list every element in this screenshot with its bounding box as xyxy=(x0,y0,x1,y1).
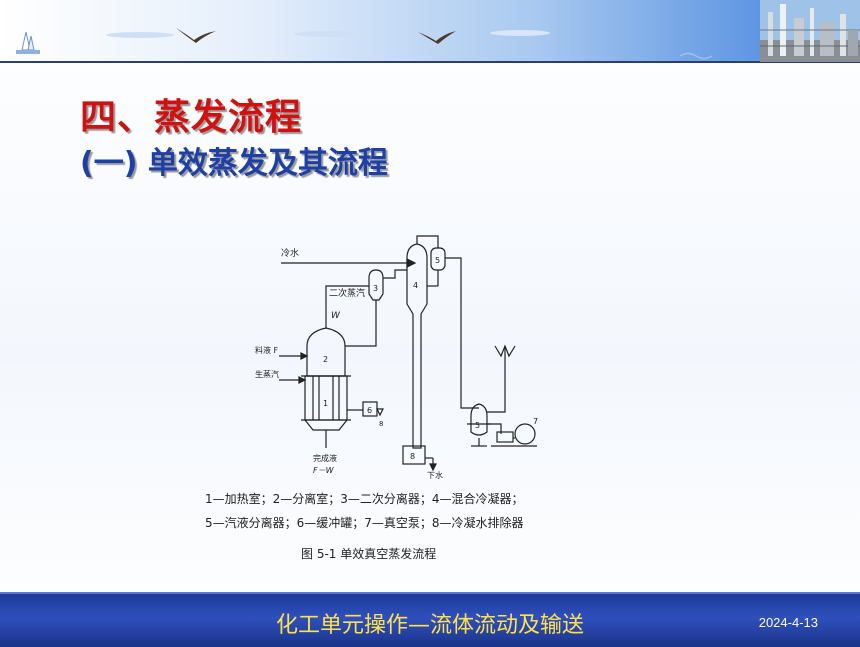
secondary-separator xyxy=(368,269,384,301)
slide-subtitle: (一) 单效蒸发及其流程 xyxy=(80,146,388,181)
label-live-steam: 生蒸汽 xyxy=(255,369,279,379)
sailboat-icon xyxy=(16,31,40,54)
footer-date: 2024-4-13 xyxy=(758,615,818,630)
footer-title: 化工单元操作—流体流动及输送 xyxy=(275,613,584,638)
label-n5-bottom: 5 xyxy=(475,421,480,430)
label-n1: 1 xyxy=(323,399,328,408)
label-n2: 2 xyxy=(323,355,328,364)
gas-liquid-separator xyxy=(470,403,488,436)
header-divider xyxy=(0,61,860,63)
wave-icon xyxy=(679,52,713,60)
slide-title: 四、蒸发流程 xyxy=(80,96,303,138)
mixing-condenser xyxy=(406,243,428,449)
legend-line-2: 5—汽液分离器；6—缓冲罐；7—真空泵；8—冷凝水排除器 xyxy=(205,515,524,530)
label-product: 完成液 xyxy=(313,453,337,463)
legend-line-1: 1—加热室；2—分离室；3—二次分离器；4—混合冷凝器； xyxy=(205,491,524,506)
bird-icon xyxy=(176,28,216,43)
cloud-icon xyxy=(490,30,550,36)
process-flow-diagram: 冷水 二次蒸汽 W 料液 F 生蒸汽 完成液 F－W 下水 1 2 3 4 5 … xyxy=(205,235,538,561)
label-n4: 4 xyxy=(413,281,418,290)
factory-photo xyxy=(760,0,860,62)
label-n8-side: 8 xyxy=(379,420,383,428)
label-feed: 料液 F xyxy=(255,345,279,355)
label-n6: 6 xyxy=(367,406,372,415)
cloud-icon xyxy=(294,31,366,37)
label-product-formula: F－W xyxy=(313,466,335,475)
separation-chamber xyxy=(306,327,346,377)
label-n8-bottom: 8 xyxy=(410,452,415,461)
label-n5-top: 5 xyxy=(435,256,440,265)
footer-bar: 化工单元操作—流体流动及输送 2024-4-13 xyxy=(0,592,860,647)
label-cold-water: 冷水 xyxy=(281,247,299,259)
header-band xyxy=(0,0,860,62)
heating-chamber xyxy=(304,375,348,421)
bird-icon xyxy=(418,31,456,44)
header-decoration xyxy=(16,28,713,60)
label-drain-water: 下水 xyxy=(427,470,443,480)
cloud-icon xyxy=(106,32,174,38)
vacuum-pump xyxy=(514,423,536,445)
condensate-trap xyxy=(402,445,426,465)
figure-caption: 图 5-1 单效真空蒸发流程 xyxy=(301,546,436,561)
label-n3: 3 xyxy=(373,284,378,293)
label-w: W xyxy=(331,311,341,321)
label-n7: 7 xyxy=(533,417,538,426)
label-secondary-steam: 二次蒸汽 xyxy=(329,287,365,299)
